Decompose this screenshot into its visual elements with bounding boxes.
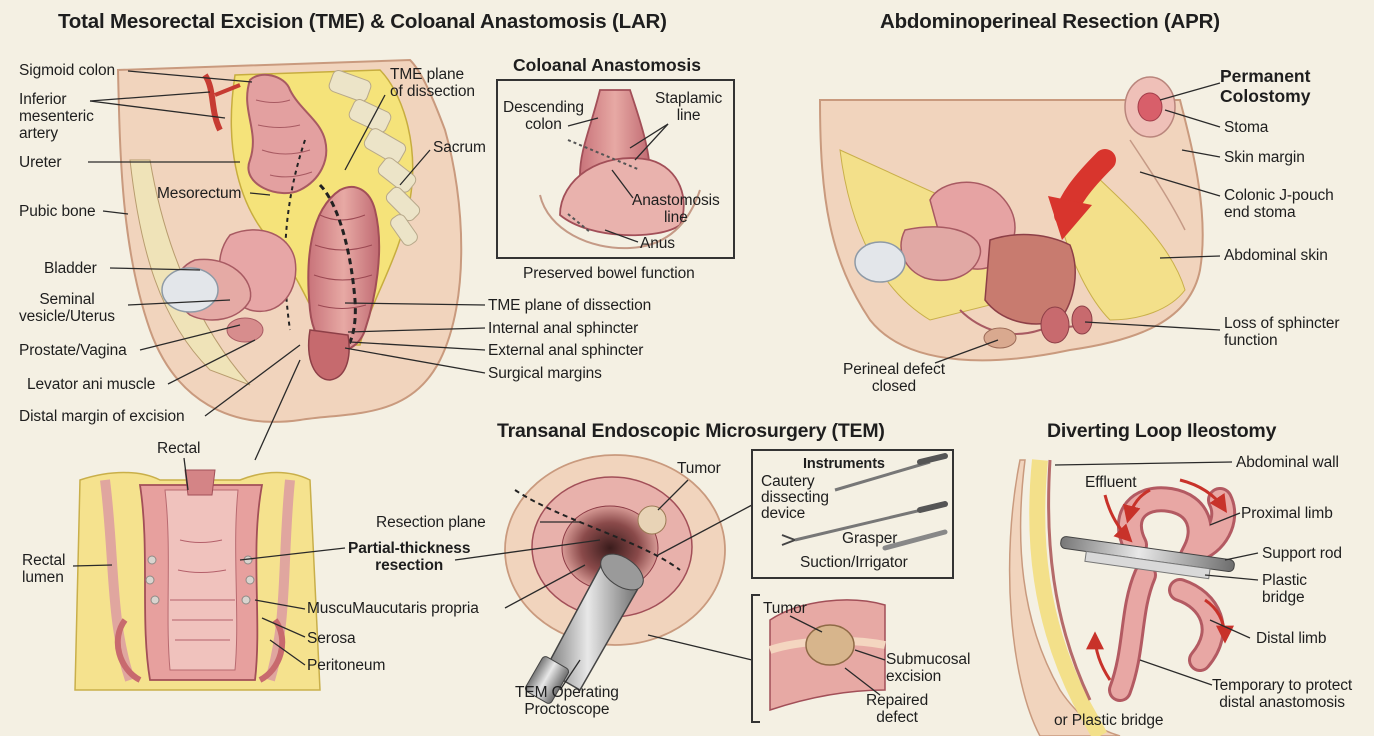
label-abdominal-skin: Abdominal skin bbox=[1224, 247, 1328, 264]
label-rectal: Rectal bbox=[157, 440, 201, 457]
label-staple-line: Staplamic line bbox=[655, 90, 723, 124]
label-bladder: Bladder bbox=[44, 260, 97, 277]
label-inferior-mesenteric-artery: Inferior mesenteric artery bbox=[19, 91, 94, 142]
label-distal-limb: Distal limb bbox=[1256, 630, 1327, 647]
label-peritoneum: Peritoneum bbox=[307, 657, 386, 674]
label-distal-margin: Distal margin of excision bbox=[19, 408, 185, 425]
label-effluent: Effluent bbox=[1085, 474, 1137, 491]
rectal-cross-section-illustration bbox=[74, 469, 321, 691]
label-suction: Suction/Irrigator bbox=[800, 554, 908, 571]
label-repaired-defect: Repaired defect bbox=[866, 692, 929, 726]
label-grasper: Grasper bbox=[842, 530, 898, 547]
label-ureter: Ureter bbox=[19, 154, 62, 171]
ileostomy-title: Diverting Loop Ileostomy bbox=[1047, 420, 1277, 442]
label-internal-sphincter: Internal anal sphincter bbox=[488, 320, 639, 337]
label-tumor: Tumor bbox=[677, 460, 721, 477]
label-sigmoid-colon: Sigmoid colon bbox=[19, 62, 116, 79]
label-support-rod: Support rod bbox=[1262, 545, 1342, 562]
label-muscularis: MuscuMaucutaris propria bbox=[307, 600, 479, 617]
label-prostate-vagina: Prostate/Vagina bbox=[19, 342, 127, 359]
coloanal-caption: Preserved bowel function bbox=[523, 265, 695, 282]
tme-leader-lines bbox=[88, 70, 486, 461]
coloanal-title: Coloanal Anastomosis bbox=[513, 55, 701, 75]
tem-illustration bbox=[504, 454, 726, 704]
excision-illustration bbox=[751, 594, 886, 723]
label-perineal-defect: Perineal defect closed bbox=[843, 361, 945, 395]
label-tme-plane: TME plane of dissection bbox=[488, 297, 652, 314]
label-stoma: Stoma bbox=[1224, 119, 1269, 136]
label-temporary: Temporary to protect distal anastomosis bbox=[1212, 677, 1353, 711]
label-tumor-excision: Tumor bbox=[763, 600, 807, 617]
label-cautery: Cautery dissecting device bbox=[761, 473, 829, 522]
label-loss-of-sphincter: Loss of sphincter function bbox=[1224, 315, 1340, 349]
label-tme-plane-top: TME plane of dissection bbox=[390, 66, 475, 100]
label-tem-proctoscope: TEM Operating Proctoscope bbox=[515, 684, 619, 718]
apr-title: Abdominoperineal Resection (APR) bbox=[880, 10, 1220, 33]
label-sacrum: Sacrum bbox=[433, 139, 486, 156]
label-levator-ani: Levator ani muscle bbox=[27, 376, 156, 393]
label-anastomosis-line: Anastomosis line bbox=[632, 192, 720, 226]
label-seminal-vesicle: Seminal vesicle/Uterus bbox=[19, 291, 115, 325]
label-instruments: Instruments bbox=[803, 456, 885, 472]
apr-illustration bbox=[818, 76, 1204, 362]
label-proximal-limb: Proximal limb bbox=[1241, 505, 1333, 522]
apr-leader-lines bbox=[934, 82, 1221, 364]
tme-sagittal-illustration bbox=[116, 58, 463, 423]
label-external-sphincter: External anal sphincter bbox=[488, 342, 644, 359]
label-skin-margin: Skin margin bbox=[1224, 149, 1305, 166]
tem-leader-lines bbox=[454, 479, 753, 691]
label-pubic-bone: Pubic bone bbox=[19, 203, 96, 220]
label-submucosal: Submucosal excision bbox=[886, 651, 971, 685]
ileostomy-leader-lines bbox=[1054, 461, 1259, 686]
rectal-leader-lines bbox=[72, 457, 346, 666]
label-resection-plane: Resection plane bbox=[376, 514, 486, 531]
label-j-pouch: Colonic J-pouch end stoma bbox=[1224, 187, 1334, 221]
label-abdominal-wall: Abdominal wall bbox=[1236, 454, 1339, 471]
label-or-plastic-bridge: or Plastic bridge bbox=[1054, 712, 1164, 729]
tme-title: Total Mesorectal Excision (TME) & Coloan… bbox=[58, 10, 667, 33]
coloanal-illustration bbox=[496, 79, 735, 259]
label-plastic-bridge: Plastic bridge bbox=[1262, 572, 1307, 606]
tem-title: Transanal Endoscopic Microsurgery (TEM) bbox=[497, 420, 885, 442]
instruments-illustration bbox=[751, 449, 954, 579]
label-mesorectum: Mesorectum bbox=[157, 185, 242, 202]
label-serosa: Serosa bbox=[307, 630, 356, 647]
label-descending-colon: Descending colon bbox=[503, 99, 584, 133]
label-partial-thickness: Partial-thickness resection bbox=[348, 540, 471, 574]
label-surgical-margins: Surgical margins bbox=[488, 365, 602, 382]
label-permanent-colostomy: Permanent Colostomy bbox=[1220, 66, 1311, 106]
label-rectal-lumen: Rectal lumen bbox=[22, 552, 66, 586]
ileostomy-illustration bbox=[1008, 459, 1237, 736]
excision-leader-lines bbox=[789, 615, 886, 696]
label-anus: Anus bbox=[640, 235, 675, 252]
coloanal-leader-lines bbox=[567, 117, 669, 243]
